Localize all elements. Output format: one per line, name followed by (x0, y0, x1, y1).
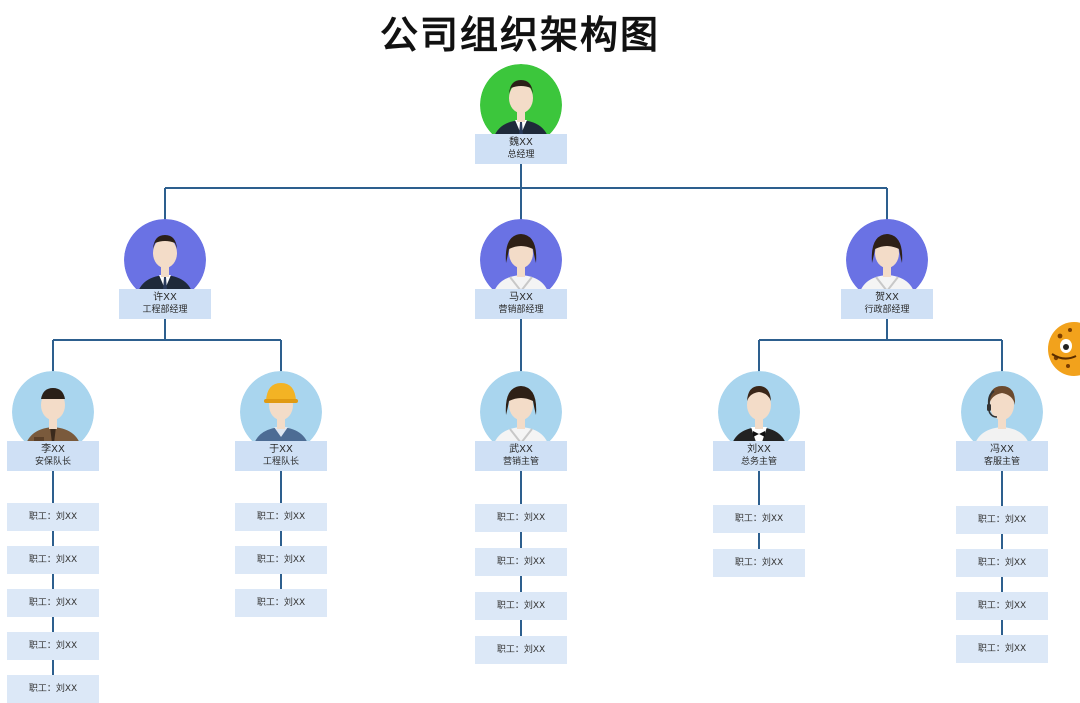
lead-name: 李XX (41, 444, 65, 455)
staff-box: 职工：刘XX (235, 503, 327, 531)
staff-box: 职工：刘XX (475, 636, 567, 664)
lead-role: 总务主管 (740, 457, 777, 467)
lead-name: 于XX (269, 444, 293, 455)
staff-box: 职工：刘XX (956, 506, 1048, 534)
lead-label: 刘XX 总务主管 (713, 441, 805, 471)
staff-box: 职工：刘XX (235, 546, 327, 574)
manager-label: 贺XX 行政部经理 (841, 289, 933, 319)
manager-label: 马XX 营销部经理 (475, 289, 567, 319)
lead-label: 冯XX 客服主管 (956, 441, 1048, 471)
page-title: 公司组织架构图 (379, 13, 660, 57)
lead-role: 营销主管 (502, 457, 539, 467)
manager-role: 营销部经理 (498, 305, 544, 315)
ceo-label: 魏XX 总经理 (475, 134, 567, 164)
staff-box: 职工：刘XX (956, 592, 1048, 620)
lead-name: 刘XX (747, 444, 771, 455)
staff-box: 职工：刘XX (7, 503, 99, 531)
manager-role: 工程部经理 (142, 305, 188, 315)
lead-label: 于XX 工程队长 (235, 441, 327, 471)
staff-box: 职工：刘XX (475, 548, 567, 576)
staff-box: 职工：刘XX (475, 592, 567, 620)
manager-label: 许XX 工程部经理 (119, 289, 211, 319)
staff-box: 职工：刘XX (956, 635, 1048, 663)
lead-label: 武XX 营销主管 (475, 441, 567, 471)
lead-name: 武XX (509, 444, 533, 455)
staff-box: 职工：刘XX (475, 504, 567, 532)
staff-box: 职工：刘XX (713, 505, 805, 533)
staff-box: 职工：刘XX (235, 589, 327, 617)
staff-box: 职工：刘XX (713, 549, 805, 577)
staff-box: 职工：刘XX (7, 546, 99, 574)
manager-role: 行政部经理 (864, 305, 910, 315)
manager-name: 许XX (153, 292, 177, 303)
staff-box: 职工：刘XX (956, 549, 1048, 577)
staff-box: 职工：刘XX (7, 675, 99, 703)
staff-box: 职工：刘XX (7, 632, 99, 660)
staff-box: 职工：刘XX (7, 589, 99, 617)
lead-role: 安保队长 (34, 457, 71, 467)
businesswoman-avatar-icon (846, 219, 928, 301)
construction-worker-avatar-icon (240, 371, 322, 453)
manager-name: 马XX (509, 292, 533, 303)
ceo-name: 魏XX (509, 137, 533, 148)
lead-label: 李XX 安保队长 (7, 441, 99, 471)
manager-name: 贺XX (875, 292, 899, 303)
cartoon-cheetah-icon (1048, 318, 1080, 384)
lead-role: 客服主管 (983, 457, 1020, 467)
ceo-role: 总经理 (507, 150, 535, 160)
lead-role: 工程队长 (262, 457, 299, 467)
lead-name: 冯XX (990, 444, 1014, 455)
